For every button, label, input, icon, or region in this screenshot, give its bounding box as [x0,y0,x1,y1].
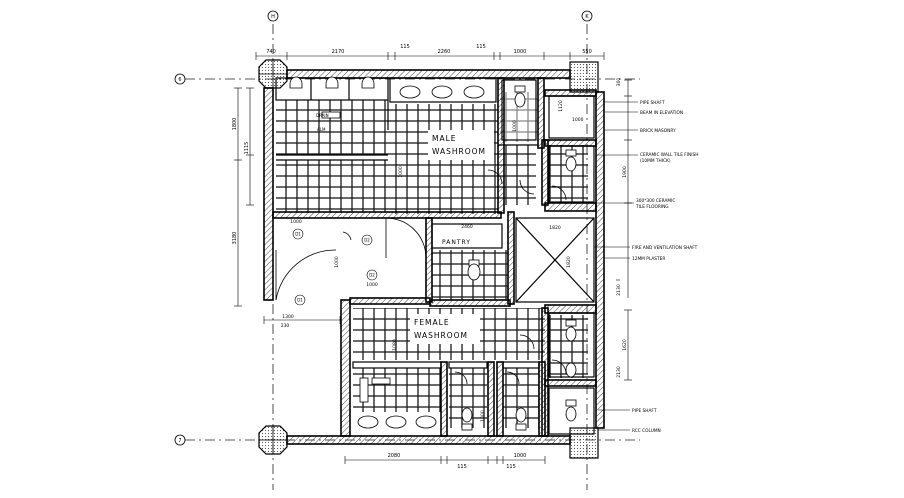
room-label-female-line1: FEMALE [414,318,450,327]
annotation-ceramic-wall-tile-thick: (10MM THICK) [640,158,671,164]
door-tag: D2 [361,234,373,246]
annotations: PIPE SHAFT BEAM IN ELEVATION BRICK MASON… [632,100,698,434]
door-tag-label: D2 [369,273,375,278]
annotation-plaster: 12MM PLASTER [632,256,665,262]
annotation-rcc-column: RCC COLUMN [632,428,661,434]
annotation-leaders [594,101,638,431]
grid-bubble-6-label: 6 [178,77,181,83]
dim-inner-label: 1820 [566,256,572,268]
annotation-beam-in-elevation: BEAM IN ELEVATION [640,110,683,116]
annotation-fire-ventilation-shaft: FIRE AND VENTILATION SHAFT [632,245,698,251]
annotation-brick-masonry: BRICK MASONRY [640,128,676,134]
rcc-columns [258,59,599,459]
door-tag: D1 [294,294,306,306]
dimension-labels-top: 740 2170 115 2260 115 1000 550 [266,44,592,55]
dim-inner-label: 1000 [398,166,404,178]
dimension-labels-left: 1800 1115 3180 [232,118,250,245]
grid-bubble-h-label: H [271,14,275,20]
grid-bubble-k: K [581,10,593,22]
dim-top-label: 1000 [514,49,527,55]
dim-top-label: 115 [400,44,410,50]
interior-partitions [275,77,595,435]
annotation-ceramic-flooring-2: TILE FLOORING [635,204,669,210]
dim-bottom-label: 2080 [388,453,401,459]
drain-label: DRAIN [316,113,329,118]
dim-top-label: 2170 [332,49,345,55]
grid-bubble-h: H [267,10,279,22]
dim-bottom-label: 115 [457,464,467,470]
door-tag-label: D1 [297,298,303,303]
room-label-female-line2: WASHROOM [414,331,468,340]
annotation-pipe-shaft-top: PIPE SHAFT [640,100,665,106]
dim-inner-label: 1000 [366,282,378,288]
wash-basin-icon [357,85,485,429]
dim-inner-label: 1080 [392,339,398,351]
dim-inner-label: 1000 [334,256,340,268]
urinal-icon [289,76,375,89]
dim-inner-label: 2460 [461,224,473,230]
dim-inner-label: 1300 [282,314,294,320]
dim-top-label: 115 [476,44,486,50]
room-label-male-line1: MALE [432,134,457,143]
dim-top-label: 740 [266,49,276,55]
room-labels: MALE WASHROOM FEMALE WASHROOM PANTRY [410,130,494,344]
dim-right-label: 300 [616,78,622,87]
dim-inner-label: 230 [281,323,290,329]
dimension-labels-bottom: 2080 115 115 1000 [388,453,527,470]
dimension-labels-right: 300 1120 1900 1820 1000 2130 1620 2130 [549,78,628,378]
dim-right-label: 1900 [622,166,628,178]
grid-bubble-6: 6 [174,73,186,85]
dim-right-label: 1000 [572,117,584,123]
dim-left-label: 3180 [232,232,238,245]
grid-bubble-7: 7 [174,434,186,446]
annotation-pipe-shaft-bottom: PIPE SHAFT [632,408,657,414]
fixtures [289,76,577,431]
grid-bubble-7-label: 7 [178,438,181,444]
door-tag: D2 [366,269,378,281]
dim-bottom-label: 115 [506,464,516,470]
door-tag: D1 [292,228,304,240]
dim-bottom-label: 1000 [514,453,527,459]
dim-inner-label: 1000 [480,410,486,422]
dim-right-label: 2130 [616,366,622,378]
annotation-ceramic-flooring: 300*300 CERAMIC [636,198,675,204]
dim-right-label: 2130 [616,284,622,296]
dim-top-label: 550 [582,49,592,55]
dimension-lines [234,52,632,464]
dimension-labels-inner: 1000 1000 1000 1300 1000 1080 1200 230 1… [281,120,572,422]
annotation-ceramic-wall-tile: CERAMIC WALL TILE FINISH [640,152,698,158]
room-label-male-line2: WASHROOM [432,147,486,156]
dim-top-label: 2260 [438,49,451,55]
door-tag-label: D1 [295,232,301,237]
door-tag-label: D2 [364,238,370,243]
dim-left-label: 1115 [244,142,250,155]
dim-left-label: 1800 [232,118,238,131]
dim-inner-label: 1000 [290,219,302,225]
grid-bubble-k-label: K [585,14,589,20]
dim-right-label: 1120 [558,100,564,112]
door-tags: D1 D1 D2 D2 [292,228,378,306]
room-label-pantry: PANTRY [442,239,471,246]
dim-right-label: 1820 [549,225,561,231]
dim-right-label: 1620 [622,339,628,351]
doors [275,169,567,385]
wc-icon [461,85,577,431]
dim-inner-label: 1000 [512,120,518,132]
alm-label: ALM [317,127,326,132]
